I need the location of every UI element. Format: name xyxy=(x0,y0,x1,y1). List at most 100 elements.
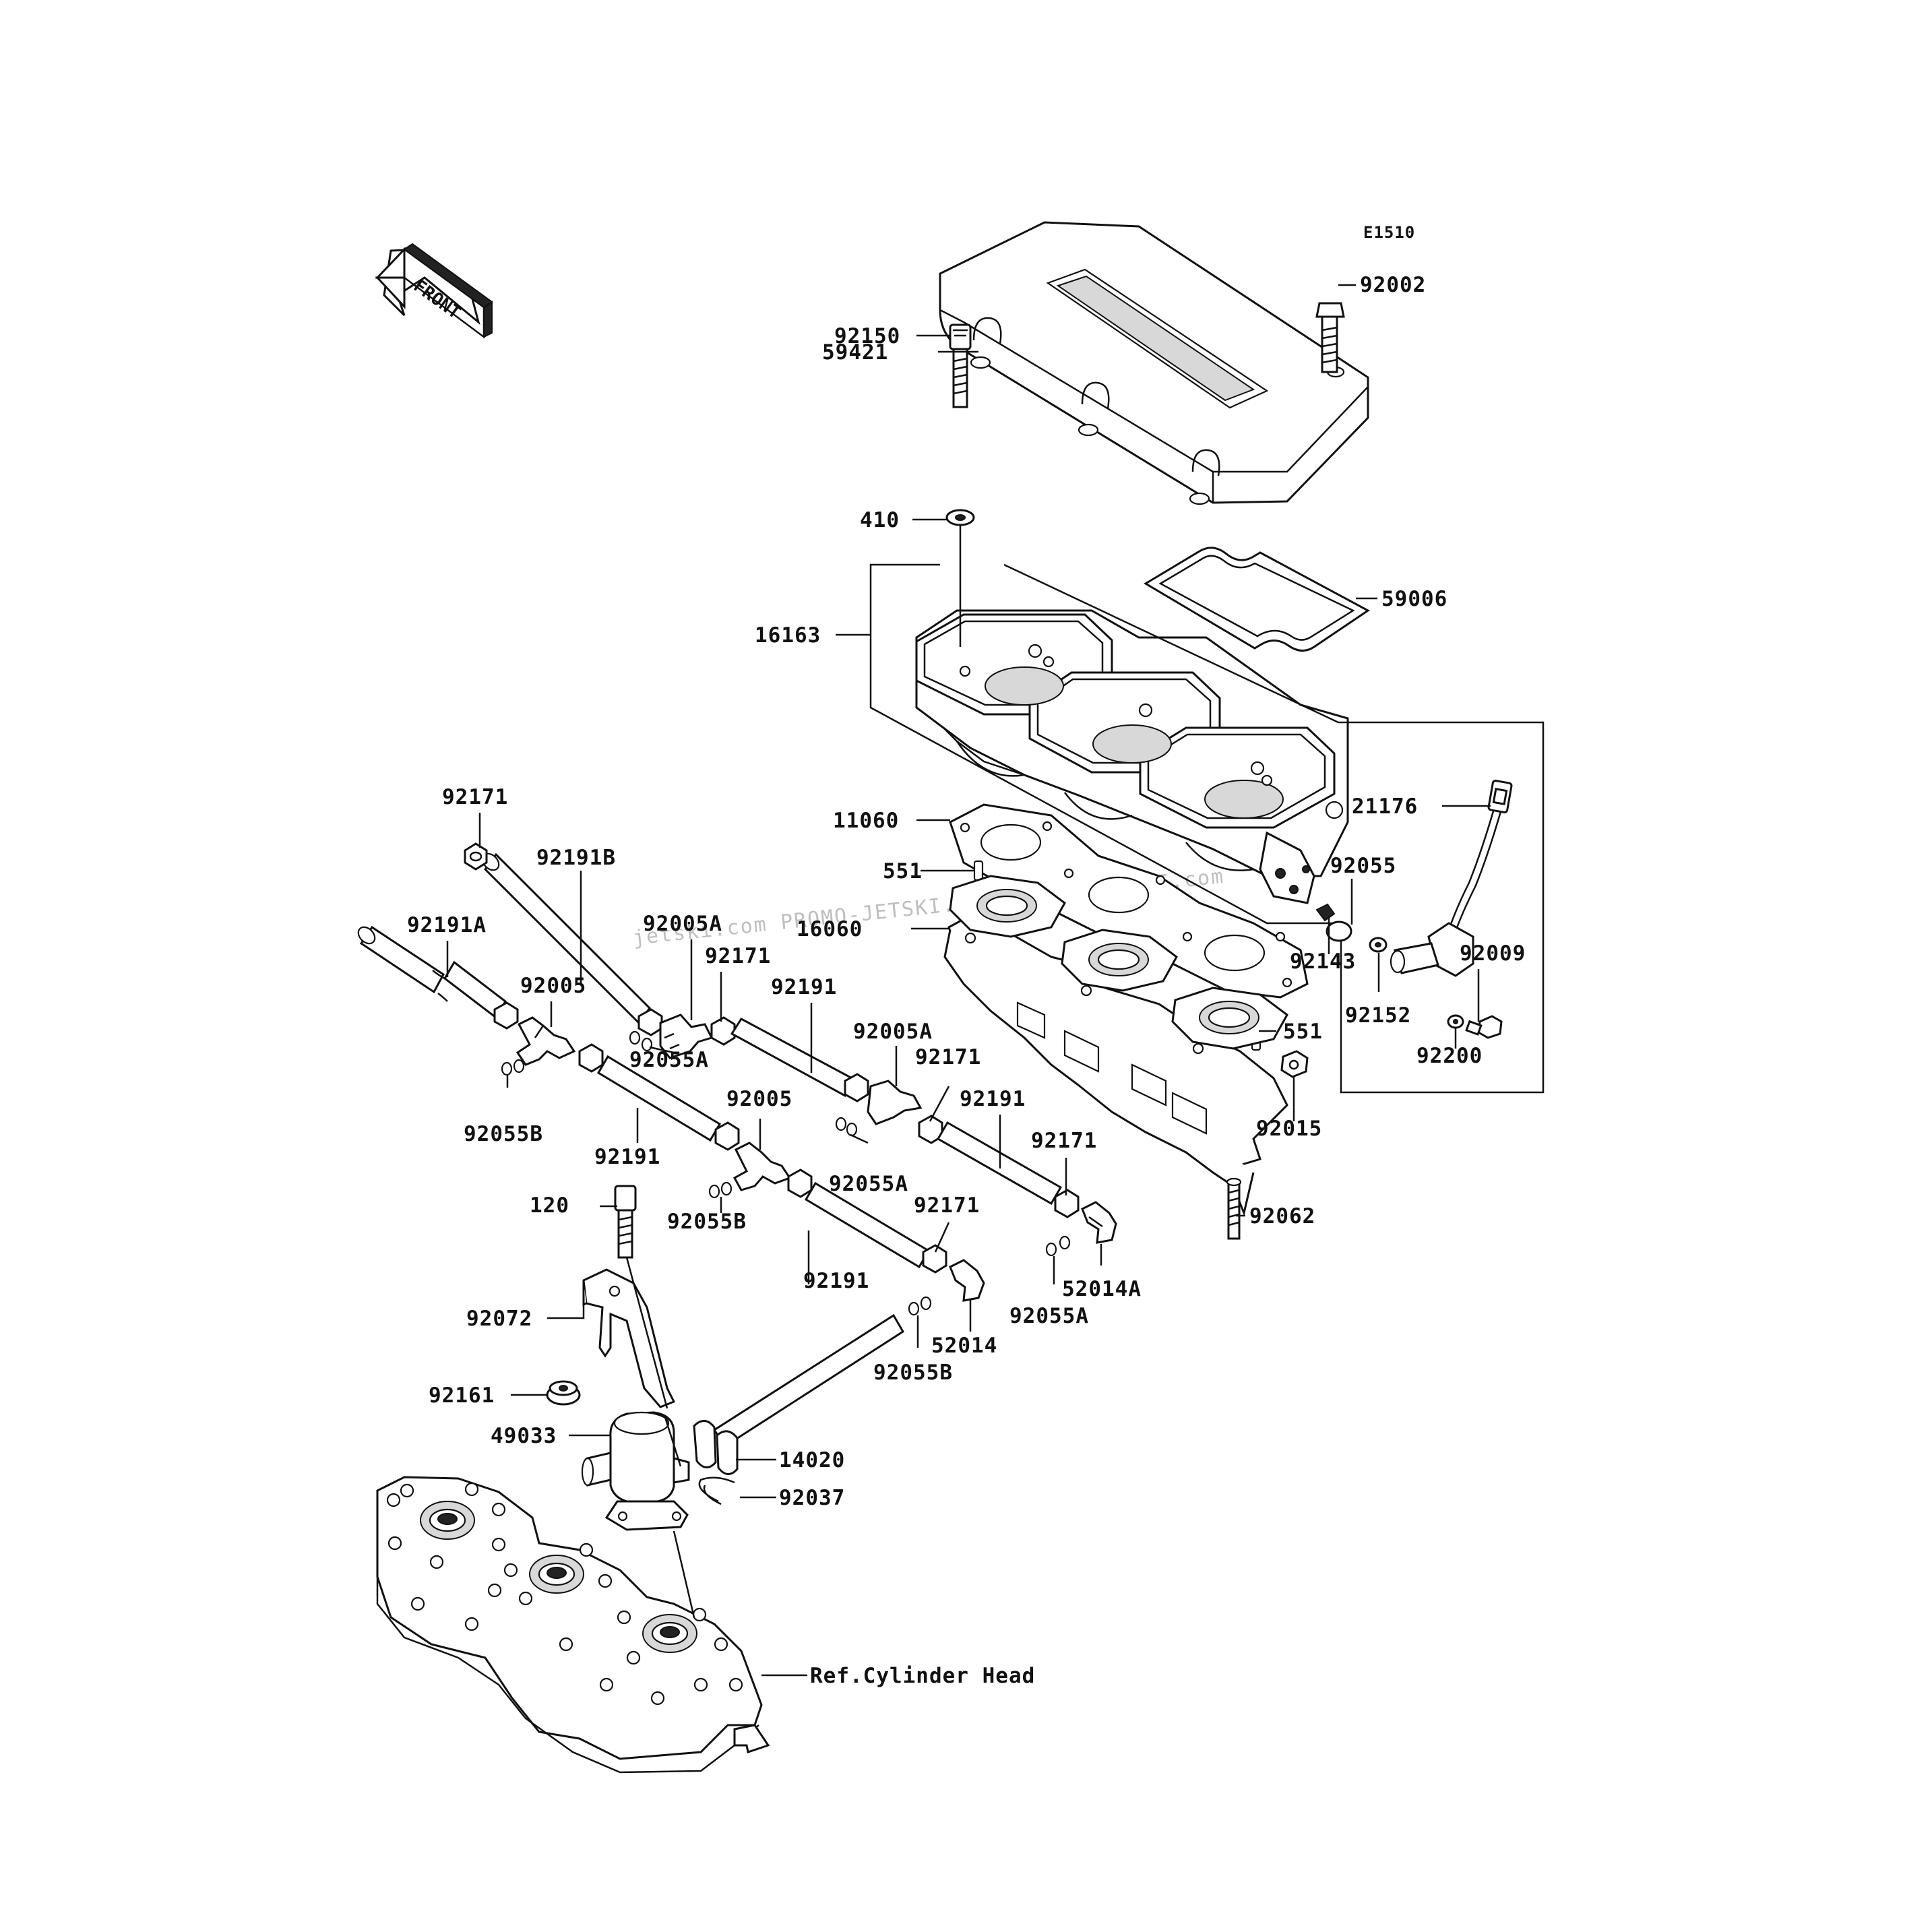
label-21176: 21176 xyxy=(1352,794,1418,819)
label-92171-c: 92171 xyxy=(915,1045,981,1069)
label-92161: 92161 xyxy=(429,1383,495,1408)
gasket-59006 xyxy=(1144,547,1370,652)
grommet-92161 xyxy=(546,1380,581,1406)
label-92191A: 92191A xyxy=(407,913,487,937)
o-ring-92055 xyxy=(1326,921,1352,942)
clamp-92191-b-end xyxy=(714,1121,740,1151)
o-rings-92055B-b xyxy=(708,1181,733,1199)
bolt-120 xyxy=(614,1185,637,1259)
washer-410 xyxy=(945,509,975,526)
collar-92152 xyxy=(1369,937,1388,953)
group-bracket-16163 xyxy=(869,563,1545,1094)
label-ref-cylinder-head: Ref.Cylinder Head xyxy=(810,1664,1035,1688)
clamp-92171-a xyxy=(464,842,488,871)
label-92002: 92002 xyxy=(1360,273,1426,297)
label-92191B: 92191B xyxy=(536,846,616,870)
label-92200: 92200 xyxy=(1416,1044,1483,1068)
label-92037: 92037 xyxy=(779,1486,845,1510)
leader-lines xyxy=(446,284,1491,1677)
bracket-92072 xyxy=(582,1268,676,1408)
label-16163: 16163 xyxy=(755,623,821,648)
fitting-92005A-a xyxy=(659,1014,714,1059)
clamp-92005-b-end xyxy=(787,1168,813,1198)
label-92191-c: 92191 xyxy=(960,1087,1026,1111)
bolt-92150 xyxy=(949,323,972,408)
label-92005A-a: 92005A xyxy=(643,912,722,936)
clamp-14020 xyxy=(693,1420,739,1475)
label-52014A: 52014A xyxy=(1062,1277,1142,1301)
o-rings-92055A-b xyxy=(835,1117,858,1137)
gasket-11060 xyxy=(949,803,1309,999)
label-92171-e: 92171 xyxy=(914,1193,980,1218)
label-92055A-a: 92055A xyxy=(629,1048,709,1072)
label-92055: 92055 xyxy=(1330,854,1396,878)
clamp-92005-a-end xyxy=(578,1043,604,1073)
clamp-92171-b xyxy=(710,1016,736,1046)
label-92055B-a: 92055B xyxy=(464,1122,543,1146)
elbow-52014 xyxy=(949,1259,985,1302)
label-52014: 52014 xyxy=(931,1334,997,1358)
label-92005-a: 92005 xyxy=(520,974,586,998)
label-92150: 92150 xyxy=(834,324,900,348)
fitting-92005-b xyxy=(733,1142,792,1191)
label-92005-b: 92005 xyxy=(726,1087,792,1111)
label-120: 120 xyxy=(530,1193,569,1218)
o-rings-92055A-a xyxy=(629,1030,653,1052)
elbow-52014A xyxy=(1081,1201,1117,1244)
bolt-92009 xyxy=(1465,1015,1503,1039)
label-49033: 49033 xyxy=(491,1424,557,1448)
valve-49033 xyxy=(581,1411,690,1531)
washer-92200 xyxy=(1447,1014,1464,1029)
bolt-92002 xyxy=(1315,302,1345,373)
label-92171-d: 92171 xyxy=(1031,1129,1097,1153)
label-92055A-b: 92055A xyxy=(829,1172,908,1196)
diagram-code: E1510 xyxy=(1363,223,1415,242)
clip-92037 xyxy=(698,1476,735,1505)
hose-92191A xyxy=(357,925,507,1020)
part-labels: 92002 59421 92150 410 59006 16163 21176 … xyxy=(407,273,1526,1688)
label-551-a: 551 xyxy=(883,859,923,883)
label-410: 410 xyxy=(860,508,900,532)
manifold-16060 xyxy=(943,875,1288,1216)
label-92055B-c: 92055B xyxy=(873,1361,953,1385)
label-92191-b: 92191 xyxy=(594,1145,660,1169)
hose-92191-a xyxy=(730,1018,856,1098)
label-92009: 92009 xyxy=(1460,941,1526,966)
label-14020: 14020 xyxy=(779,1448,845,1472)
sensor-21176 xyxy=(1390,780,1513,977)
label-92055B-b: 92055B xyxy=(667,1210,747,1234)
cover-part xyxy=(939,221,1369,505)
o-rings-92055B-a xyxy=(501,1059,525,1076)
label-92055A-c: 92055A xyxy=(1009,1304,1089,1328)
o-rings-92055B-c xyxy=(908,1296,932,1316)
nut-92015 xyxy=(1280,1050,1309,1078)
clamp-92171-e xyxy=(922,1244,947,1274)
front-arrow-icon: FRONT xyxy=(375,243,493,339)
label-16060: 16060 xyxy=(797,917,863,941)
label-92152: 92152 xyxy=(1345,1003,1411,1028)
label-92191-a: 92191 xyxy=(771,975,837,999)
fitting-92005-a xyxy=(516,1016,576,1066)
cylinder-head-ref xyxy=(376,1476,770,1774)
label-92062: 92062 xyxy=(1249,1204,1315,1228)
label-92143: 92143 xyxy=(1290,949,1356,974)
label-92005A-b: 92005A xyxy=(853,1020,933,1044)
clamp-92191B-end xyxy=(637,1008,663,1036)
o-rings-92055A-c xyxy=(1045,1235,1071,1257)
label-92171-b: 92171 xyxy=(705,944,771,968)
hose-92191-b xyxy=(596,1055,722,1142)
label-92072: 92072 xyxy=(466,1307,532,1331)
stud-92062 xyxy=(1226,1177,1242,1240)
clamp-92191-a-end xyxy=(844,1073,869,1102)
label-92171-a: 92171 xyxy=(442,785,508,809)
label-92015: 92015 xyxy=(1256,1117,1322,1141)
label-11060: 11060 xyxy=(833,809,899,833)
fitting-92005A-b xyxy=(867,1080,923,1125)
clamp-92191A-end xyxy=(493,1001,519,1030)
label-59006: 59006 xyxy=(1381,587,1447,611)
clamp-92171-d xyxy=(1054,1189,1080,1218)
part-92143 xyxy=(1315,903,1336,922)
label-92191-d: 92191 xyxy=(803,1269,869,1293)
dowel-551-a xyxy=(973,860,984,881)
